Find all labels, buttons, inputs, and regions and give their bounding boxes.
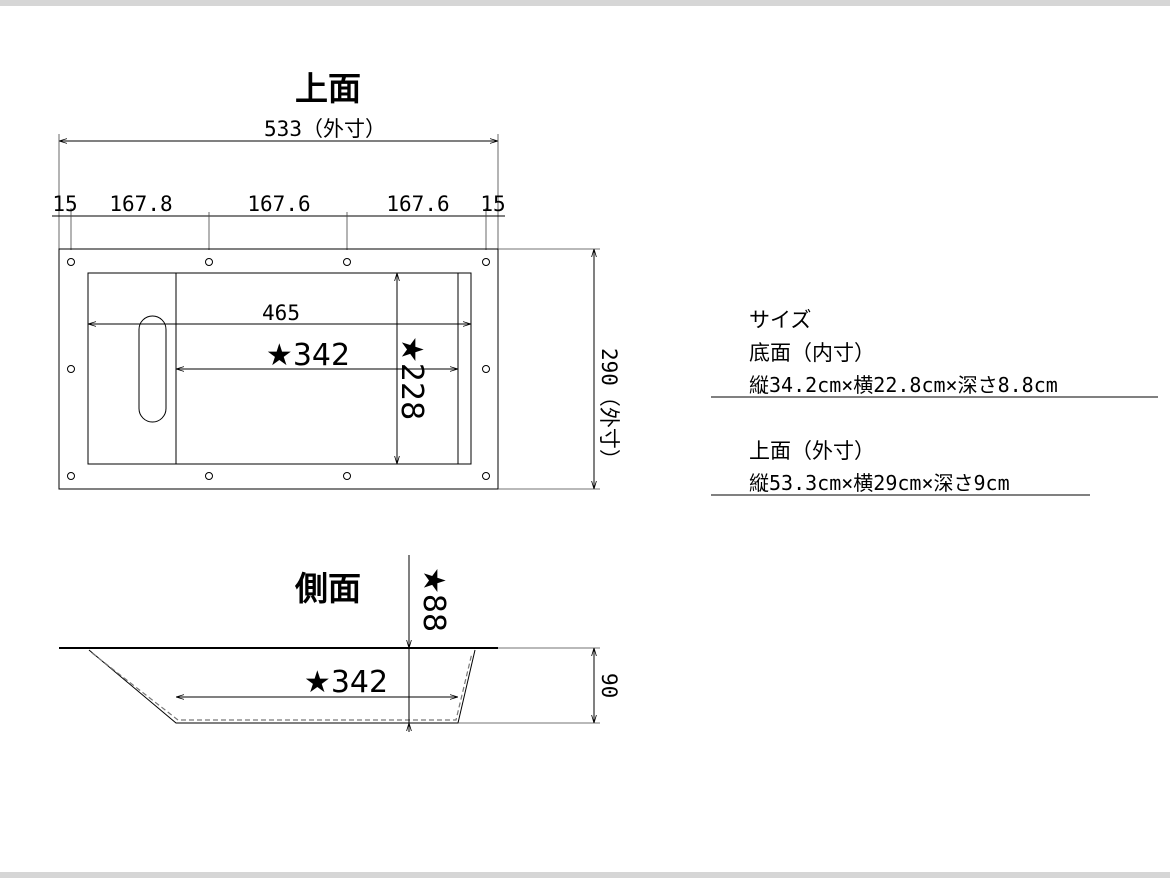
size-info-panel: サイズ 底面（内寸） 縦34.2cm×横22.8cm×深さ8.8cm 上面（外寸…: [711, 308, 1158, 496]
top-view-title: 上面: [295, 69, 361, 108]
segment-label-edge-right: 15: [480, 192, 505, 216]
segment-label-1: 167.8: [109, 192, 172, 216]
outer-plate-outline: [58, 248, 499, 490]
top-frame-band: [0, 0, 1170, 6]
mounting-holes: [67, 258, 490, 480]
top-view: 上面 533（外寸） 15 167.8 167.6 167.6 15: [52, 69, 621, 490]
mounting-hole: [482, 365, 490, 373]
inner-depth-label: ★228: [394, 336, 429, 420]
mounting-hole: [343, 258, 351, 266]
mounting-hole: [482, 258, 490, 266]
segment-label-edge-left: 15: [52, 192, 77, 216]
top-outer-dimensions: 縦53.3cm×横29cm×深さ9cm: [749, 471, 1010, 495]
outer-height-label: 290（外寸）: [597, 348, 621, 470]
size-heading: サイズ: [749, 308, 811, 332]
mounting-hole: [67, 365, 75, 373]
mounting-hole: [482, 472, 490, 480]
side-bottom-length-label: ★342: [304, 665, 388, 700]
mounting-hole: [343, 472, 351, 480]
mounting-hole: [205, 258, 213, 266]
handle-slot-outline: [138, 315, 167, 423]
bottom-inner-dimensions: 縦34.2cm×横22.8cm×深さ8.8cm: [749, 373, 1058, 397]
inner-tray-outline: [87, 272, 472, 465]
mounting-hole: [67, 258, 75, 266]
segment-label-2: 167.6: [247, 192, 310, 216]
side-view-title: 側面: [294, 569, 361, 608]
side-depth-label: ★88: [416, 567, 451, 632]
outer-width-label: 533（外寸）: [264, 117, 386, 141]
segment-label-3: 167.6: [386, 192, 449, 216]
side-view: 側面 ★342 ★88 90: [59, 555, 621, 732]
side-inner-dashed-outline: [91, 652, 473, 721]
top-outer-heading: 上面（外寸）: [749, 439, 875, 463]
inner-length-label: ★342: [266, 338, 350, 373]
side-height-label: 90: [597, 673, 621, 698]
mounting-hole: [205, 472, 213, 480]
side-body-outline: [88, 649, 476, 724]
inner-width-label: 465: [262, 301, 300, 325]
bottom-inner-heading: 底面（内寸）: [749, 341, 875, 365]
bottom-frame-band: [0, 872, 1170, 878]
mounting-hole: [67, 472, 75, 480]
